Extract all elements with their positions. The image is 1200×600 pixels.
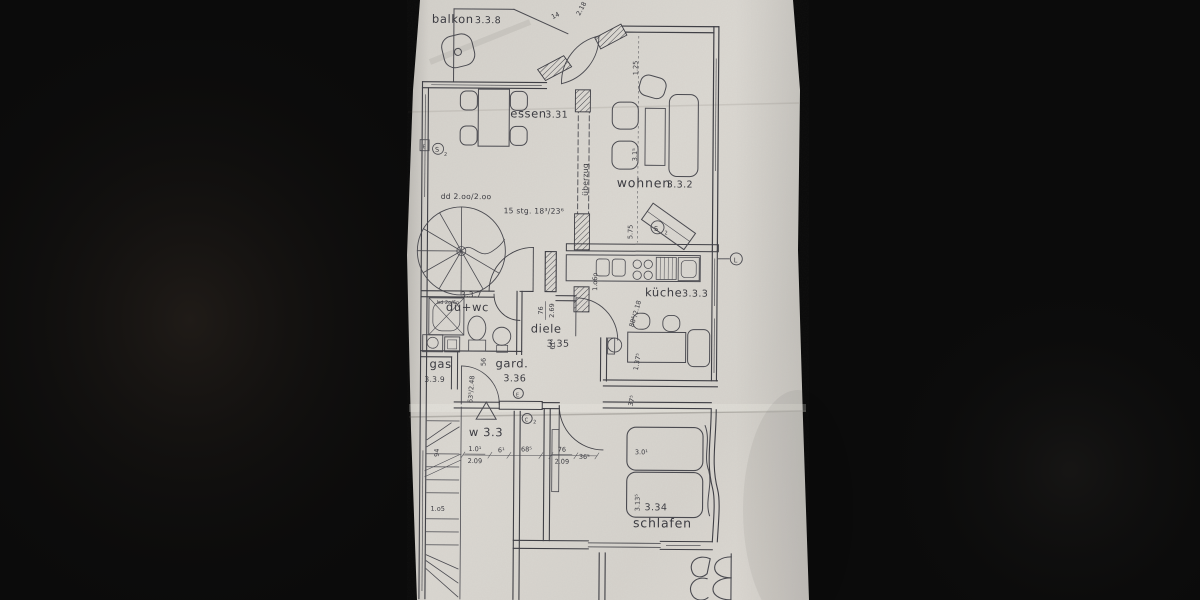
wohnen-walls: [565, 25, 720, 253]
dim-sch-door-n: 76: [558, 446, 566, 454]
dim-kueche-a: 1.o6o: [591, 273, 599, 291]
balcony-planter: [441, 33, 476, 69]
room-label-duwc: du+wc: [446, 300, 489, 314]
room-number-wohnen: 3.3.2: [667, 179, 693, 190]
room-number-diele: 3.35: [547, 339, 570, 350]
ueberzug-beam: [573, 89, 591, 313]
schlafen-bed: [625, 425, 711, 519]
dim-wohnen-a: 1.25: [632, 61, 640, 76]
room-number-schlafen: 3.34: [645, 502, 668, 513]
dimension-row: [460, 451, 600, 460]
gard-door: [460, 365, 500, 405]
room-label-gard: gard.: [496, 356, 529, 370]
paper-sheet: [407, 0, 853, 600]
dim-gard-a: 56: [480, 358, 488, 366]
note-dd: dd 2.oo/2.oo: [441, 192, 492, 201]
dim-entry-d: 2.09: [468, 457, 483, 465]
room-label-schlafen: schlafen: [633, 515, 692, 530]
essen-walls: [418, 81, 548, 600]
room-number-duwc: 3.3.7: [461, 290, 482, 299]
dim-stair-a: 94: [433, 449, 441, 457]
dim-entry-n: 1.0¹: [468, 445, 481, 453]
dim-bed-a: 3.0¹: [635, 448, 648, 456]
dim-diele-door-n: 76: [537, 306, 545, 314]
dim-wohnen-b: 3.1⁵: [631, 148, 639, 161]
schlafen-walls: [512, 405, 720, 600]
entry-walls: [453, 400, 712, 600]
room-label-wohnung: w 3.3: [469, 425, 503, 439]
dim-bed-b: 3.13⁵: [634, 494, 642, 512]
room-number-balkon: 3.3.8: [475, 15, 501, 26]
kueche-walls: [544, 250, 718, 388]
dim-sch-a: 36⁵: [579, 453, 590, 461]
wohnen-stove-bench: [640, 202, 697, 251]
symbol-s2-circle: S: [654, 225, 658, 233]
balcony: [441, 8, 569, 83]
note-ueberzug: überzug: [581, 163, 590, 196]
dim-nook: 1.37⁵: [632, 352, 643, 371]
duwc-fixtures: [422, 297, 512, 353]
room-number-essen: 3.31: [545, 110, 568, 121]
dim-stair-b: 1.o5: [431, 505, 445, 513]
room-label-wohnen: wohnen: [617, 175, 671, 190]
symbol-l-circle-group: [717, 252, 743, 266]
dim-diele-door: 76 2.69: [537, 301, 556, 320]
room-number-gard: 3.36: [503, 373, 526, 384]
dim-gard-door: 63⁵/2.48: [466, 375, 476, 403]
symbol-e-box: E: [423, 144, 426, 150]
kueche-nook: [607, 312, 711, 368]
dim-diele-door-d: 2.69: [548, 303, 556, 318]
room-number-gas: 3.3.9: [424, 375, 445, 384]
symbol-c-circle: C: [525, 417, 529, 423]
room-label-kueche: küche: [645, 285, 682, 299]
entry-symbols: [459, 387, 560, 600]
balcony-door: [536, 23, 628, 85]
essen-electric-symbols: [419, 139, 444, 155]
symbol-e-circle: E: [516, 392, 519, 398]
dim-w-a: 6¹: [498, 446, 505, 454]
room-label-essen: essen: [510, 106, 547, 120]
symbol-s-circle: S: [435, 146, 439, 154]
essen-table-group: [459, 88, 528, 147]
room-label-diele: diele: [531, 321, 562, 335]
kueche-counter: [565, 254, 701, 341]
note-bd: bd 2o/6o: [437, 300, 459, 306]
dim-sch-door-d: 2.09: [555, 458, 570, 466]
wohnen-furniture: [611, 35, 699, 251]
spiral-stair: [416, 206, 506, 296]
dim-wohnen-c: 5.75: [626, 225, 634, 240]
straight-stair: [424, 420, 462, 598]
symbol-l-circle: L: [734, 256, 738, 264]
note-stairs: 15 stg. 18³/23⁶: [504, 206, 564, 215]
room-label-gas: gas: [430, 357, 452, 371]
room-number-kueche: 3.3.3: [682, 289, 708, 300]
floorplan-drawing: balkon 3.3.8 14 2.18: [416, 0, 743, 600]
plan-sheet-glyphs: [689, 553, 732, 600]
symbol-s-sub: 2: [444, 152, 447, 158]
dim-w-b: 68⁵: [521, 445, 532, 453]
dim-diele-w: 61⁵: [549, 338, 557, 349]
dim-corridor: 37⁵: [627, 394, 637, 407]
symbol-s2-sub: 2: [664, 230, 667, 236]
dim-diagonal-width: 14: [550, 10, 561, 21]
symbol-c-sub: 2: [533, 419, 536, 425]
room-label-balkon: balkon: [432, 12, 474, 26]
